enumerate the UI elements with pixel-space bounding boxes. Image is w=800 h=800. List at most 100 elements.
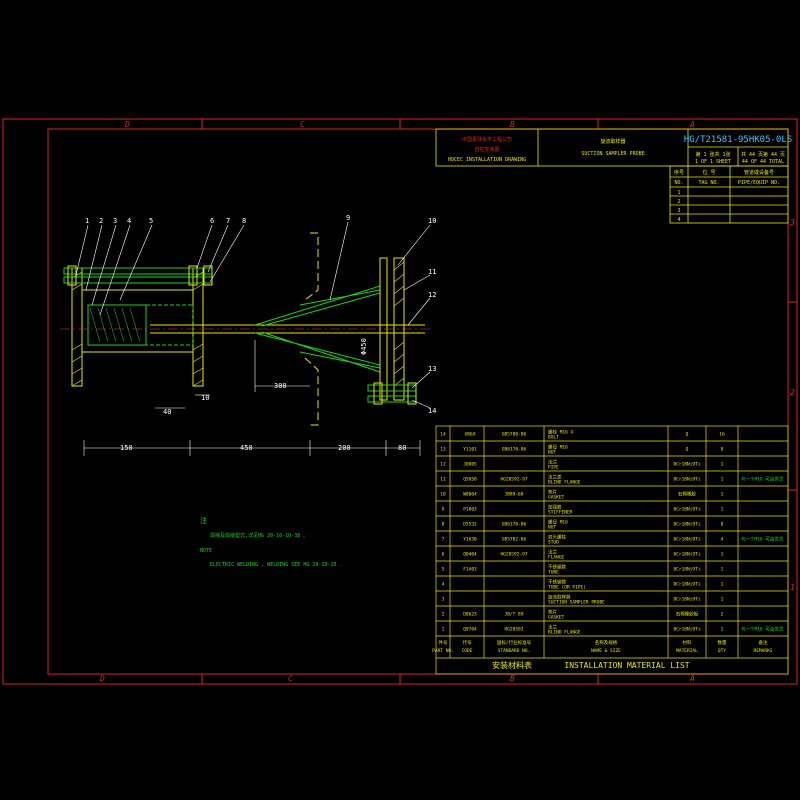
bom-head-qty: 数量 bbox=[718, 639, 727, 646]
bom-head-mat-en: MATERIAL bbox=[676, 648, 698, 654]
bom-cell-qty: 1 bbox=[721, 597, 724, 603]
bom-cell-qty: 1 bbox=[721, 567, 724, 573]
bom-cell-code: W0004 bbox=[463, 492, 477, 498]
note-heading-en: NOTE bbox=[200, 548, 212, 554]
bom-cell-std: GB6170-86 bbox=[502, 522, 527, 528]
bom-footer-en: INSTALLATION MATERIAL LIST bbox=[564, 661, 689, 670]
nozzle-hatch bbox=[393, 261, 405, 387]
grid-top-d: D bbox=[124, 120, 130, 129]
body-flange bbox=[192, 267, 204, 387]
bom-cell-code: GB6X bbox=[465, 432, 476, 438]
bom-cell-code: Y1630 bbox=[463, 537, 477, 543]
bom-table bbox=[435, 425, 789, 675]
bom-head-no-en: PART NO. bbox=[432, 648, 454, 654]
balloon-2: 2 bbox=[99, 217, 103, 225]
bom-cell-code: D0623 bbox=[463, 612, 477, 618]
balloon-12: 12 bbox=[428, 291, 436, 299]
bom-cell-no: 6 bbox=[442, 552, 445, 558]
bom-cell-qty: 8 bbox=[721, 522, 724, 528]
bom-cell-material: 0Cr18Ni9Ti bbox=[673, 627, 700, 633]
bom-cell-name: 法兰盖 bbox=[548, 474, 562, 481]
sampler-assembly bbox=[60, 232, 432, 456]
bom-cell-name-en: TUBE (OR PIPE) bbox=[548, 585, 586, 591]
bom-cell-qty: 2 bbox=[721, 612, 724, 618]
bom-cell-code: Q9704 bbox=[463, 627, 477, 633]
balloon-5: 5 bbox=[149, 217, 153, 225]
bom-cell-std: GB5782-86 bbox=[502, 537, 527, 543]
bom-cell-material: 0Cr18Ni9Ti bbox=[673, 597, 700, 603]
bom-cell-name: 螺母 M16 bbox=[548, 444, 568, 451]
bom-cell-code: D5532 bbox=[463, 522, 477, 528]
bom-cell-name: 旋流取样器 bbox=[548, 594, 571, 601]
bom-head-mat: 材料 bbox=[683, 639, 692, 646]
bom-cell-name: 加强筋 bbox=[548, 504, 562, 511]
bom-head-std: 国标/行业标准号 bbox=[497, 639, 532, 646]
callout-numbers: 1 2 3 4 5 6 7 8 9 10 11 12 13 14 bbox=[85, 214, 436, 415]
rev-row-4: 4 bbox=[677, 217, 680, 223]
bom-cell-no: 8 bbox=[442, 522, 445, 528]
bom-cell-qty: 1 bbox=[721, 552, 724, 558]
bom-cell-no: 12 bbox=[440, 462, 446, 468]
bom-cell-name: 双头螺柱 bbox=[548, 534, 566, 541]
rev-row-1: 1 bbox=[677, 190, 680, 196]
balloon-6: 6 bbox=[210, 217, 214, 225]
grid-bottom-d: D bbox=[99, 674, 105, 683]
bom-cell-no: 5 bbox=[442, 567, 445, 573]
balloon-3: 3 bbox=[113, 217, 117, 225]
rev-head-no: 序号 bbox=[674, 169, 684, 176]
balloon-9: 9 bbox=[346, 214, 350, 222]
company-name-en: HQCEC INSTALLATION DRAWING bbox=[448, 157, 526, 163]
bom-cell-code: J0805 bbox=[463, 462, 477, 468]
rev-head-tag: 位 号 bbox=[702, 169, 715, 176]
bom-cell-name-en: NUT bbox=[548, 450, 556, 456]
bom-cell-qty: 1 bbox=[721, 582, 724, 588]
bom-cell-qty: 4 bbox=[721, 537, 724, 543]
bom-cell-name-en: GASKET bbox=[548, 495, 565, 501]
balloon-11: 11 bbox=[428, 268, 436, 276]
company-name-cn-2: 自控安装图 bbox=[474, 146, 499, 153]
filter-mesh bbox=[89, 307, 141, 343]
sheet-cn: 第 1 张共 1张 bbox=[695, 151, 730, 158]
bom-cell-material: 0Cr18Ni9Ti bbox=[673, 537, 700, 543]
bom-cell-no: 1 bbox=[442, 627, 445, 633]
bom-cell-name-en: PIPE bbox=[548, 465, 559, 471]
company-name-cn: 中国寰球化学工程公司 bbox=[462, 136, 512, 143]
drawing-title-cn: 旋流取样器 bbox=[600, 138, 625, 145]
bom-cell-qty: 16 bbox=[719, 432, 725, 438]
bom-cell-code: F1403 bbox=[463, 567, 477, 573]
bom-cell-qty: 1 bbox=[721, 462, 724, 468]
total-cn: 共 44 页第 44 页 bbox=[741, 151, 785, 158]
bom-cell-name-en: GASKET bbox=[548, 615, 565, 621]
grid-right-3: 3 bbox=[789, 218, 795, 227]
vessel-wall bbox=[304, 232, 319, 426]
bom-cell-no: 14 bbox=[440, 432, 446, 438]
balloon-7: 7 bbox=[226, 217, 230, 225]
grid-bottom-c: C bbox=[288, 674, 293, 683]
bom-cell-name-en: SUCTION SAMPLER PROBE bbox=[548, 600, 605, 606]
bom-cell-material: 0Cr18Ni9Ti bbox=[673, 462, 700, 468]
bom-head-std-en: STANDARD NO. bbox=[498, 648, 531, 654]
bom-cell-name: 垫片 bbox=[548, 609, 557, 616]
bom-head-name: 名称及规格 bbox=[595, 639, 618, 646]
bom-cell-name-en: TUBE bbox=[548, 570, 559, 576]
left-flange-hatch bbox=[71, 271, 83, 387]
bom-header-text: 件号 代号 国标/行业标准号 名称及规格 材料 数量 备注 PART NO. C… bbox=[432, 639, 773, 654]
bom-cell-code: Q0404 bbox=[463, 552, 477, 558]
bom-cell-no: 10 bbox=[440, 492, 446, 498]
note-line-cn: 焊接及焊缝型式,详见HG 20-10-10-38 。 bbox=[210, 532, 308, 539]
bom-cell-material: 0Cr18Ni9Ti bbox=[673, 567, 700, 573]
bom-cell-material: 0Cr18Ni9Ti bbox=[673, 507, 700, 513]
grid-right-1: 1 bbox=[790, 583, 795, 592]
title-block bbox=[435, 128, 789, 224]
dimension-lines bbox=[83, 340, 421, 456]
bom-cell-name-en: FLANGE bbox=[548, 555, 565, 561]
bom-cell-material: 0Cr18Ni9Ti bbox=[673, 477, 700, 483]
dim-phi: Φ450 bbox=[360, 338, 368, 355]
dimension-text: 40 10 300 150 450 200 80 Φ450 bbox=[120, 338, 406, 452]
bom-cell-std: GB5780-86 bbox=[502, 432, 527, 438]
bom-cell-code: Y1101 bbox=[463, 447, 477, 453]
central-tube bbox=[150, 324, 425, 334]
body-flange-hatch bbox=[192, 271, 204, 387]
bom-head-no: 件号 bbox=[439, 639, 448, 646]
bom-cell-name: 法兰 bbox=[548, 549, 557, 556]
